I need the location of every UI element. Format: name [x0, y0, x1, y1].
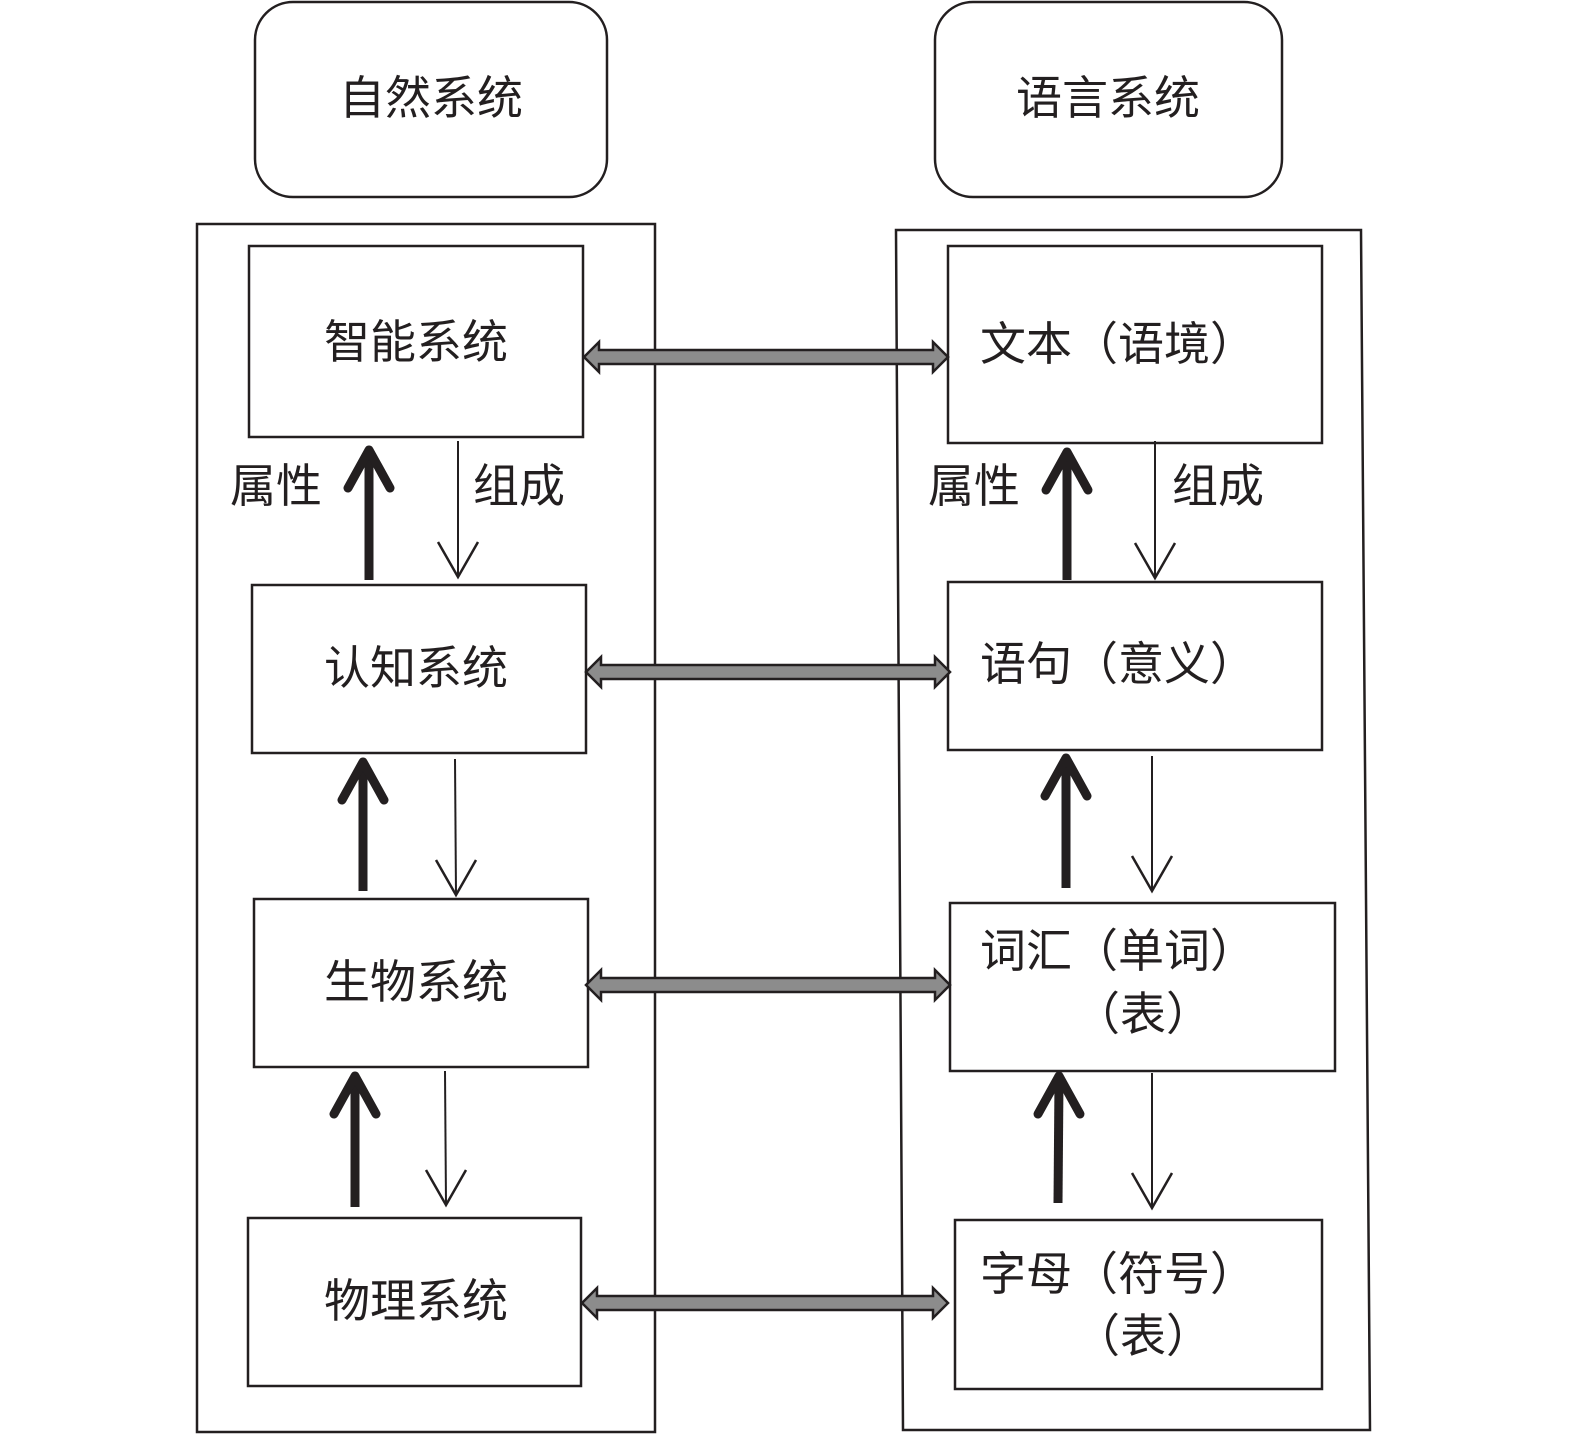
- box-intelligent-system-rect: [247, 244, 585, 439]
- left-up-arrow-3: [329, 1071, 381, 1207]
- box-cognitive-system: 认知系统: [250, 583, 588, 755]
- box-sentence-meaning: 语句（意义）: [946, 580, 1324, 752]
- box-vocabulary-words-label-line1: 词汇（单词）: [980, 924, 1256, 978]
- box-physical-system-rect: [246, 1216, 583, 1388]
- box-intelligent-system: 智能系统: [247, 244, 585, 439]
- box-letters-symbols-label-line2: （表）: [1074, 1309, 1212, 1363]
- double-arrow-row-2: [584, 653, 952, 691]
- right-up-arrow-1: [1041, 447, 1093, 580]
- box-cognitive-system-rect: [250, 583, 588, 755]
- right-compose-label: 组成: [1172, 459, 1264, 513]
- box-sentence-meaning-rect: [946, 580, 1324, 752]
- box-sentence-meaning-label: 语句（意义）: [980, 637, 1256, 691]
- box-vocabulary-words: 词汇（单词） （表）: [948, 901, 1337, 1073]
- box-physical-system: 物理系统: [246, 1216, 583, 1388]
- box-text-context-rect: [946, 244, 1324, 445]
- left-property-label: 属性: [230, 459, 322, 513]
- box-cognitive-system-label: 认知系统: [324, 641, 508, 695]
- left-down-arrow-1: [436, 441, 480, 580]
- double-arrow-row-4: [580, 1284, 950, 1322]
- header-natural-system: 自然系统: [253, 0, 609, 199]
- left-up-arrow-2: [337, 757, 389, 891]
- natural-system-frame: [195, 222, 657, 1434]
- box-vocabulary-words-rect: [948, 901, 1337, 1073]
- box-text-context-label: 文本（语境）: [980, 317, 1256, 371]
- header-language-system: 语言系统: [933, 0, 1284, 199]
- double-arrow-row-3: [584, 966, 952, 1004]
- right-up-arrow-3: [1033, 1071, 1085, 1204]
- language-system-frame: [894, 228, 1372, 1432]
- double-arrow-row-1: [582, 338, 950, 376]
- box-biological-system-rect: [252, 897, 590, 1069]
- box-physical-system-label: 物理系统: [324, 1274, 508, 1328]
- right-down-arrow-3: [1130, 1073, 1174, 1211]
- right-down-arrow-1: [1133, 441, 1177, 581]
- box-vocabulary-words-label-line2: （表）: [1074, 987, 1212, 1041]
- left-up-arrow-1: [343, 445, 395, 580]
- box-intelligent-system-label: 智能系统: [324, 315, 508, 369]
- left-compose-label: 组成: [473, 459, 565, 513]
- header-language-system-label: 语言系统: [1016, 71, 1200, 125]
- box-biological-system: 生物系统: [252, 897, 590, 1069]
- header-language-system-box: [933, 0, 1284, 199]
- box-letters-symbols: 字母（符号） （表）: [953, 1218, 1324, 1391]
- box-letters-symbols-rect: [953, 1218, 1324, 1391]
- right-property-label: 属性: [928, 459, 1020, 513]
- left-down-arrow-2: [434, 758, 478, 898]
- right-up-arrow-2: [1040, 753, 1092, 888]
- box-letters-symbols-label-line1: 字母（符号）: [980, 1247, 1256, 1301]
- box-biological-system-label: 生物系统: [324, 955, 508, 1009]
- box-text-context: 文本（语境）: [946, 244, 1324, 445]
- right-down-arrow-2: [1130, 756, 1174, 894]
- left-down-arrow-3: [424, 1070, 468, 1208]
- header-natural-system-label: 自然系统: [339, 71, 523, 125]
- header-natural-system-box: [253, 0, 609, 199]
